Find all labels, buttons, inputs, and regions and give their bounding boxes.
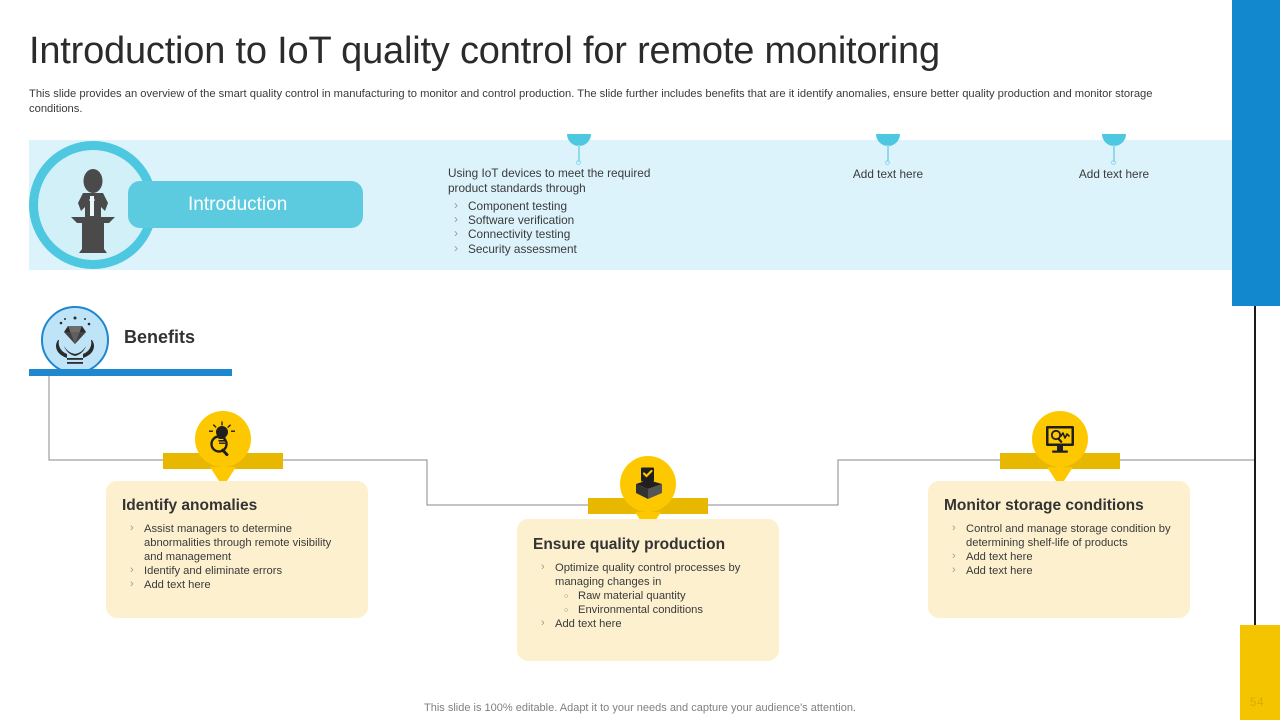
list-item: Add text here bbox=[944, 563, 1172, 578]
benefit-card-1[interactable]: Identify anomalies Assist managers to de… bbox=[106, 481, 368, 618]
benefit-card-3-list: Control and manage storage condition by … bbox=[944, 521, 1172, 578]
cyan-pin-icon bbox=[1102, 134, 1126, 168]
pin-stem bbox=[578, 145, 580, 162]
benefit-card-1-list: Assist managers to determine abnormaliti… bbox=[122, 521, 350, 592]
introduction-pill[interactable]: Introduction bbox=[128, 181, 363, 228]
cyan-pin-icon bbox=[876, 134, 900, 168]
benefits-underline-bar bbox=[29, 369, 232, 376]
benefit-card-3[interactable]: Monitor storage conditions Control and m… bbox=[928, 481, 1190, 618]
benefit-card-2-list: Optimize quality control processes by ma… bbox=[533, 560, 761, 631]
package-check-icon bbox=[636, 467, 662, 499]
intro-column-1-lead: Using IoT devices to meet the required p… bbox=[448, 166, 651, 195]
list-item: Add text here bbox=[533, 616, 761, 631]
list-item: Control and manage storage condition by … bbox=[944, 521, 1172, 550]
pin-bulb bbox=[1102, 134, 1126, 146]
list-item: Optimize quality control processes by ma… bbox=[533, 560, 761, 589]
page-title: Introduction to IoT quality control for … bbox=[29, 30, 940, 72]
monitor-waveform-icon bbox=[1046, 426, 1074, 453]
speaker-podium-icon bbox=[71, 169, 115, 253]
card-3-marker bbox=[1000, 411, 1120, 487]
pin-bulb bbox=[876, 134, 900, 146]
intro-column-1-list: Component testing Software verification … bbox=[448, 198, 688, 257]
magnifier-lightbulb-icon bbox=[209, 421, 235, 457]
pin-dot bbox=[885, 160, 890, 165]
right-edge-blue-bar bbox=[1232, 0, 1280, 306]
card-1-marker bbox=[163, 411, 283, 487]
benefit-card-3-title: Monitor storage conditions bbox=[944, 497, 1144, 514]
right-edge-yellow-block bbox=[1240, 625, 1280, 720]
cyan-pin-icon bbox=[567, 134, 591, 168]
pin-dot bbox=[576, 160, 581, 165]
pin-stem bbox=[1113, 145, 1115, 162]
pin-dot bbox=[1111, 160, 1116, 165]
pin-bulb bbox=[567, 134, 591, 146]
diamond-in-hands-icon bbox=[56, 316, 94, 364]
list-item: Identify and eliminate errors bbox=[122, 563, 350, 578]
list-item: Environmental conditions bbox=[533, 603, 761, 618]
right-edge-vertical-line bbox=[1254, 306, 1256, 628]
footer-note: This slide is 100% editable. Adapt it to… bbox=[424, 702, 856, 714]
page-number: 54 bbox=[1249, 695, 1265, 709]
list-item: Security assessment bbox=[448, 241, 688, 256]
benefit-card-2-title: Ensure quality production bbox=[533, 536, 726, 553]
list-item: Component testing bbox=[448, 198, 688, 213]
pin-stem bbox=[887, 145, 889, 162]
card-2-marker bbox=[588, 456, 708, 532]
intro-column-2-lead: Add text here bbox=[852, 167, 924, 181]
intro-column-3-lead: Add text here bbox=[1078, 167, 1150, 181]
list-item: Raw material quantity bbox=[533, 589, 761, 604]
list-item: Add text here bbox=[122, 577, 350, 592]
list-item: Connectivity testing bbox=[448, 226, 688, 241]
intro-column-1: Using IoT devices to meet the required p… bbox=[448, 166, 688, 256]
benefits-label: Benefits bbox=[124, 327, 196, 347]
page-subtitle: This slide provides an overview of the s… bbox=[29, 88, 1153, 115]
list-item: Add text here bbox=[944, 549, 1172, 564]
benefit-card-2[interactable]: Ensure quality production Optimize quali… bbox=[517, 519, 779, 661]
list-item: Assist managers to determine abnormaliti… bbox=[122, 521, 350, 564]
introduction-pill-label: Introduction bbox=[188, 193, 288, 215]
list-item: Software verification bbox=[448, 212, 688, 227]
benefit-card-1-title: Identify anomalies bbox=[122, 497, 258, 514]
